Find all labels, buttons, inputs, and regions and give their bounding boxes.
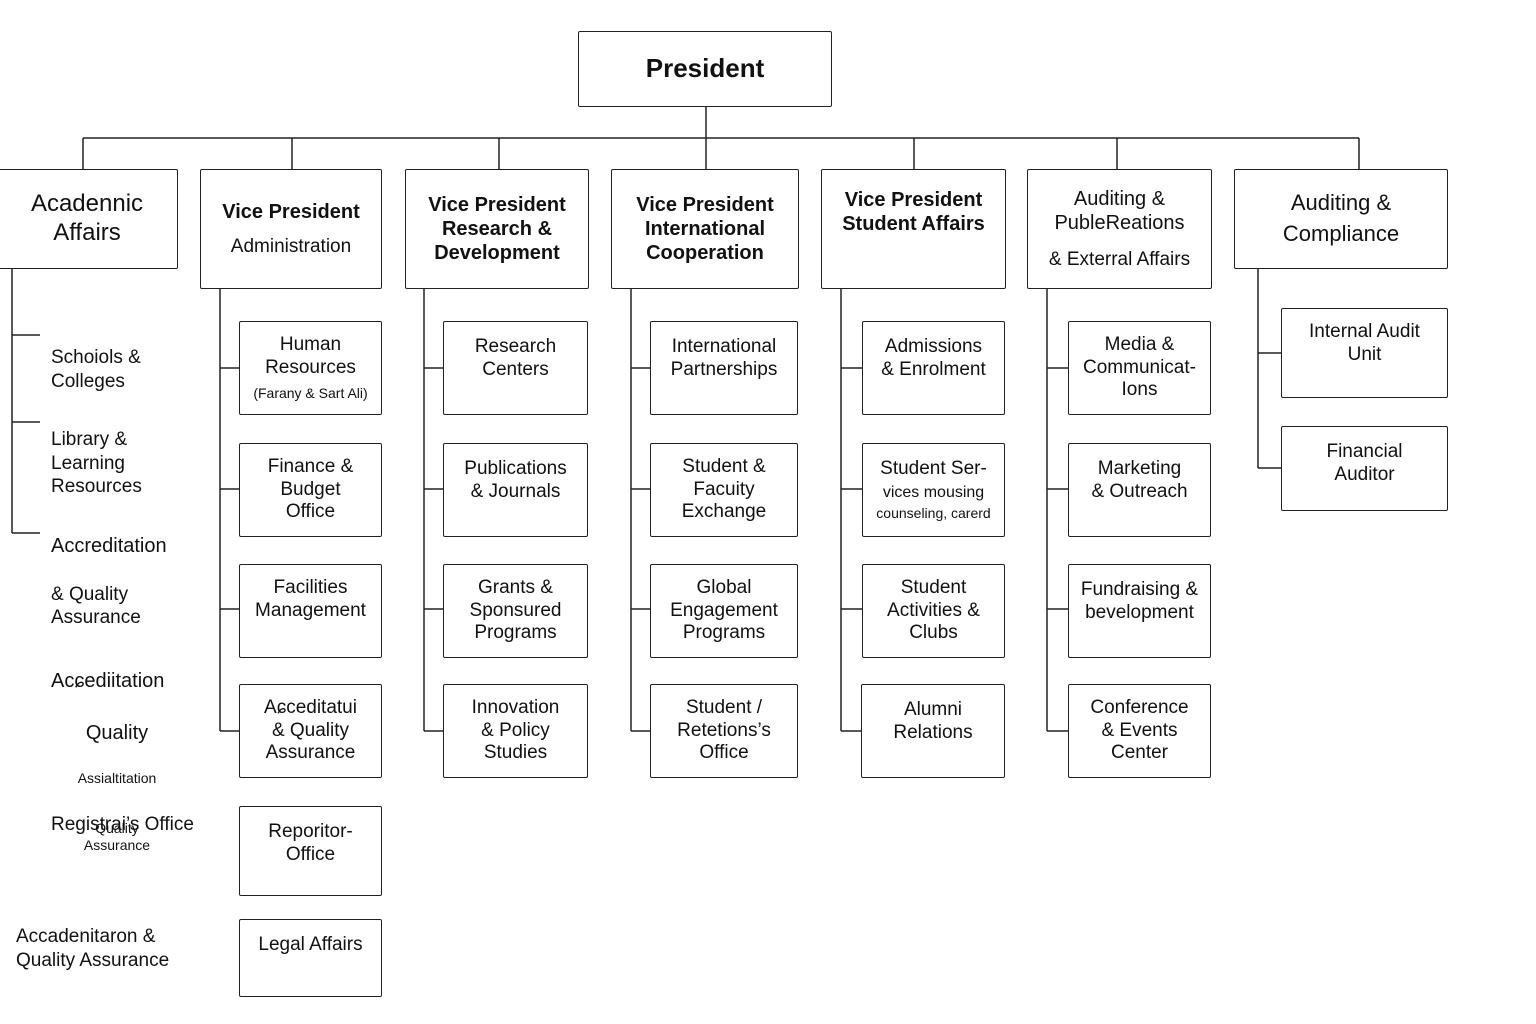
unit-publications: Publications & Journals [443, 443, 588, 537]
unit-research-centers: Research Centers [443, 321, 588, 415]
unit-label: Facilities Management [255, 577, 366, 621]
vp-auditing-compliance: Auditing & Compliance [1234, 169, 1448, 269]
unit-label: Marketing & Outreach [1091, 458, 1188, 502]
academic-item-label: Assialtitation [77, 770, 157, 787]
academic-item-label: Schoiols & Colleges [51, 346, 141, 392]
unit-label: Global Engagement Programs [670, 576, 778, 644]
unit-admissions: Admissions & Enrolment [862, 321, 1005, 415]
vp-academic-affairs: Acadennic Affairs [0, 169, 178, 269]
unit-label: Student Ser- [880, 457, 987, 479]
academic-item-label: Accadenitaron & Quality Assurance [16, 925, 170, 971]
unit-internal-audit: Internal Audit Unit [1281, 308, 1448, 398]
unit-label: Media & Communicat- Ions [1083, 333, 1196, 401]
unit-label: Admissions & Enrolment [881, 336, 986, 380]
unit-label: Alumni Relations [893, 699, 973, 743]
president-label: President [645, 53, 765, 84]
vp-label: Vice President Research & Development [428, 194, 566, 264]
vp-label: Auditing & Compliance [1282, 190, 1400, 246]
unit-human-resources: Human Resources (Farany & Sart Ali) [239, 321, 382, 415]
unit-label: vices mousing [882, 483, 985, 501]
unit-label: Internal Audit Unit [1309, 321, 1420, 365]
unit-label: Aɕceditatui & Quality Assurance [264, 696, 357, 764]
unit-label: Student Activities & Clubs [887, 576, 980, 644]
unit-label: Student / Retetions’s Office [677, 696, 771, 764]
unit-student-activities: Student Activities & Clubs [862, 564, 1005, 658]
unit-label: counseling, carerd [876, 504, 991, 521]
unit-legal-affairs: Legal Affairs [239, 919, 382, 997]
unit-financial-auditor: Financial Auditor [1281, 426, 1448, 511]
unit-label: International Partnerships [670, 336, 778, 380]
academic-item: Schoiols & Colleges [51, 322, 141, 417]
vp-label: Vice President International Cooperation [636, 194, 774, 264]
unit-fundraising: Fundraising & bevelopment [1068, 564, 1211, 658]
unit-label: Reporitor- Office [268, 821, 353, 865]
unit-finance-budget: Finance & Budget Office [239, 443, 382, 537]
unit-label: Innovation & Policy Studies [471, 696, 560, 764]
academic-item: Acɕediitation Quality Assialtitation Qua… [51, 645, 183, 878]
unit-accreditation: Aɕceditatui & Quality Assurance [239, 684, 382, 778]
academic-item-label: Acɕediitation [51, 669, 165, 692]
unit-label: Publications & Journals [464, 458, 567, 502]
unit-international-partnerships: International Partnerships [650, 321, 798, 415]
academic-item: Accreditation & Quality Assurance [51, 510, 167, 654]
academic-item: Library & Learning Resources [51, 404, 142, 523]
unit-facilities: Facilities Management [239, 564, 382, 658]
academic-item-label: Quality [85, 721, 149, 744]
vp-research-development: Vice President Research & Development [405, 169, 589, 289]
vp-administration: Vice President Administration [200, 169, 382, 289]
unit-innovation: Innovation & Policy Studies [443, 684, 588, 778]
vp-international-cooperation: Vice President International Cooperation [611, 169, 799, 289]
unit-marketing: Marketing & Outreach [1068, 443, 1211, 537]
academic-item-label: Quality Assurance [83, 819, 151, 854]
vp-label: Vice President [222, 200, 360, 223]
unit-label: Finance & Budget Office [267, 455, 354, 523]
academic-item: Registrai’s Office [51, 789, 194, 860]
academic-item-label: Library & Learning Resources [51, 428, 142, 498]
unit-exchange: Student & Facuity Exchange [650, 443, 798, 537]
unit-label: Conference & Events Center [1090, 696, 1189, 764]
vp-student-affairs: Vice President Student Affairs [821, 169, 1006, 289]
unit-global-engagement: Global Engagement Programs [650, 564, 798, 658]
unit-conference-events: Conference & Events Center [1068, 684, 1211, 778]
unit-alumni: Alumni Relations [861, 684, 1005, 778]
unit-label: Grants & Sponsured Programs [469, 576, 562, 644]
vp-label: Acadennic Affairs [30, 190, 144, 246]
vp-label: & Exterral Affairs [1048, 248, 1191, 270]
unit-grants: Grants & Sponsured Programs [443, 564, 588, 658]
unit-label: Legal Affairs [258, 934, 363, 955]
unit-label: (Farany & Sart Ali) [253, 384, 368, 401]
unit-media-communications: Media & Communicat- Ions [1068, 321, 1211, 415]
unit-student-services: Student Ser- vices mousing counseling, c… [862, 443, 1005, 537]
unit-label: Student & Facuity Exchange [681, 455, 767, 523]
academic-item-label: Registrai’s Office [51, 813, 194, 835]
president-box: President [578, 31, 832, 107]
vp-public-relations: Auditing & PubleReations & Exterral Affa… [1027, 169, 1212, 289]
unit-label: Fundraising & bevelopment [1080, 579, 1199, 623]
vp-label: Vice President Student Affairs [842, 189, 985, 235]
unit-label: Human Resources [265, 334, 356, 378]
academic-item: Accadenitaron & Quality Assurance [16, 901, 169, 996]
unit-label: Research Centers [474, 336, 557, 380]
vp-label: Administration [230, 235, 352, 257]
academic-item-label: Accreditation [51, 534, 167, 557]
academic-item-label: & Quality Assurance [51, 583, 141, 629]
unit-label: Financial Auditor [1326, 441, 1403, 485]
unit-retentions-office: Student / Retetions’s Office [650, 684, 798, 778]
unit-reporitor-office: Reporitor- Office [239, 806, 382, 896]
vp-label: Auditing & PubleReations [1054, 187, 1185, 234]
